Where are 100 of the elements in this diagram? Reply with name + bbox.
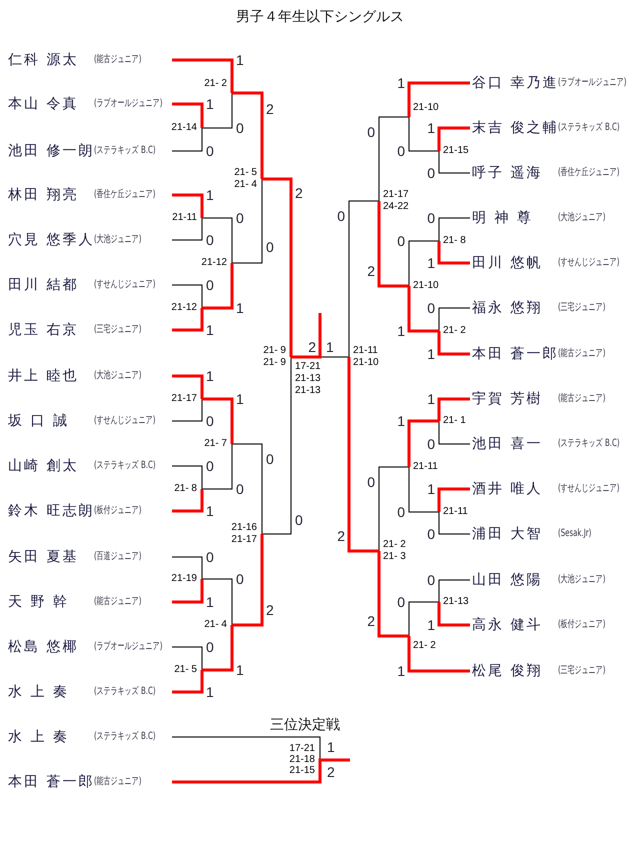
match-score: 1 (206, 683, 214, 701)
club-name: (すせんじジュニア) (94, 414, 156, 428)
game-score: 21- 2 (383, 539, 406, 551)
player-name: 谷口 幸乃進 (472, 74, 558, 92)
game-score: 21- 9 (263, 357, 286, 369)
game-score: 21- 3 (383, 551, 406, 563)
player-name: 林田 翔亮 (8, 186, 78, 204)
match-score: 0 (427, 435, 435, 453)
game-score: 21-14 (171, 122, 197, 134)
match-score: 0 (397, 142, 405, 160)
game-score: 21- 7 (204, 438, 227, 450)
player-name: 矢田 夏基 (8, 548, 78, 566)
game-score: 21- 5 (234, 167, 257, 179)
match-score: 2 (337, 527, 345, 545)
match-score: 1 (206, 95, 214, 113)
game-score: 21-13 (443, 596, 469, 608)
game-score: 21-17 (231, 534, 257, 546)
match-score: 0 (206, 231, 214, 249)
match-score: 1 (326, 338, 334, 356)
player-name: 宇賀 芳樹 (472, 390, 542, 408)
player-name: 本山 令真 (8, 95, 78, 113)
match-score: 0 (206, 276, 214, 294)
club-name: (大池ジュニア) (94, 232, 142, 247)
title: 男子４年生以下シングルス (235, 8, 405, 26)
game-score: 21-10 (413, 102, 439, 114)
game-score: 21-15 (443, 145, 469, 157)
game-score: 21- 2 (413, 640, 436, 652)
match-score: 1 (206, 502, 214, 520)
game-score: 17-21 (289, 743, 315, 755)
game-score: 21- 1 (443, 415, 466, 427)
match-score: 0 (367, 473, 375, 491)
game-score: 21-18 (289, 754, 315, 766)
match-score: 0 (397, 503, 405, 521)
match-score: 0 (206, 412, 214, 430)
match-score: 0 (206, 638, 214, 656)
game-score: 21- 4 (204, 619, 227, 631)
game-score: 21-15 (289, 765, 315, 777)
game-score: 21-17 (171, 393, 197, 405)
player-name: 末吉 俊之輔 (472, 119, 558, 137)
club-name: (百道ジュニア) (94, 550, 142, 564)
match-score: 2 (367, 262, 375, 280)
game-score: 21-12 (171, 302, 197, 314)
match-score: 1 (427, 616, 435, 634)
game-score: 21- 4 (234, 179, 257, 191)
match-score: 0 (266, 238, 274, 256)
match-score: 2 (327, 763, 335, 781)
game-score: 17-21 (295, 361, 322, 373)
club-name: (三宅ジュニア) (558, 300, 606, 315)
match-score: 0 (236, 119, 244, 137)
club-name: (能古ジュニア) (94, 594, 142, 609)
player-name: 福永 悠翔 (472, 299, 542, 317)
player-name: 山田 悠陽 (472, 571, 542, 589)
game-score: 21- 2 (204, 78, 227, 90)
club-name: (すせんじジュニア) (558, 256, 620, 270)
match-score: 0 (427, 209, 435, 227)
club-name: (ラブオールジュニア) (94, 96, 162, 111)
game-score: 21-13 (295, 373, 322, 385)
match-score: 2 (308, 338, 316, 356)
match-score: 1 (206, 321, 214, 339)
match-score: 0 (236, 570, 244, 588)
match-score: 1 (397, 412, 405, 430)
club-name: (ステラキッズ B.C) (94, 685, 156, 699)
match-score: 0 (206, 142, 214, 160)
game-score: 21-16 (231, 522, 257, 534)
club-name: (板付ジュニア) (558, 618, 606, 632)
match-score: 2 (266, 601, 274, 619)
match-score: 1 (327, 738, 335, 756)
club-name: (ステラキッズ B.C) (94, 144, 156, 158)
match-score: 1 (427, 254, 435, 272)
club-name: (香住ケ丘ジュニア) (94, 188, 156, 202)
game-score: 21-11 (172, 212, 197, 224)
game-score: 21- 8 (174, 483, 197, 495)
match-score: 0 (266, 450, 274, 468)
match-score: 0 (236, 480, 244, 498)
match-score: 0 (236, 209, 244, 227)
player-name: 本田 蒼一郎 (472, 345, 558, 363)
club-name: (能古ジュニア) (558, 346, 606, 361)
game-score: 21- 2 (443, 325, 466, 337)
player-name: 酒井 唯人 (472, 480, 542, 498)
player-name: 田川 悠帆 (472, 254, 542, 272)
club-name: (能古ジュニア) (558, 392, 606, 406)
club-name: (三宅ジュニア) (94, 322, 142, 337)
club-name: (大池ジュニア) (558, 210, 606, 225)
game-score: 24-22 (383, 201, 409, 213)
club-name: (ラブオールジュニア) (94, 640, 162, 654)
player-name: 鈴木 旺志朗 (8, 502, 94, 520)
game-score: 21- 8 (443, 235, 466, 247)
match-score: 1 (427, 480, 435, 498)
game-score: 21-10 (413, 280, 439, 292)
match-score: 2 (266, 100, 274, 118)
match-score: 1 (397, 322, 405, 340)
player-name: 坂 口 誠 (8, 412, 69, 430)
match-score: 0 (367, 123, 375, 141)
club-name: (ステラキッズ B.C) (558, 437, 620, 451)
club-name: (能古ジュニア) (94, 774, 142, 789)
match-score: 0 (397, 232, 405, 250)
club-name: (Sesak.Jr) (558, 527, 592, 541)
match-score: 1 (236, 299, 244, 317)
game-score: 21-12 (201, 257, 227, 269)
player-name: 松尾 俊翔 (472, 662, 542, 680)
